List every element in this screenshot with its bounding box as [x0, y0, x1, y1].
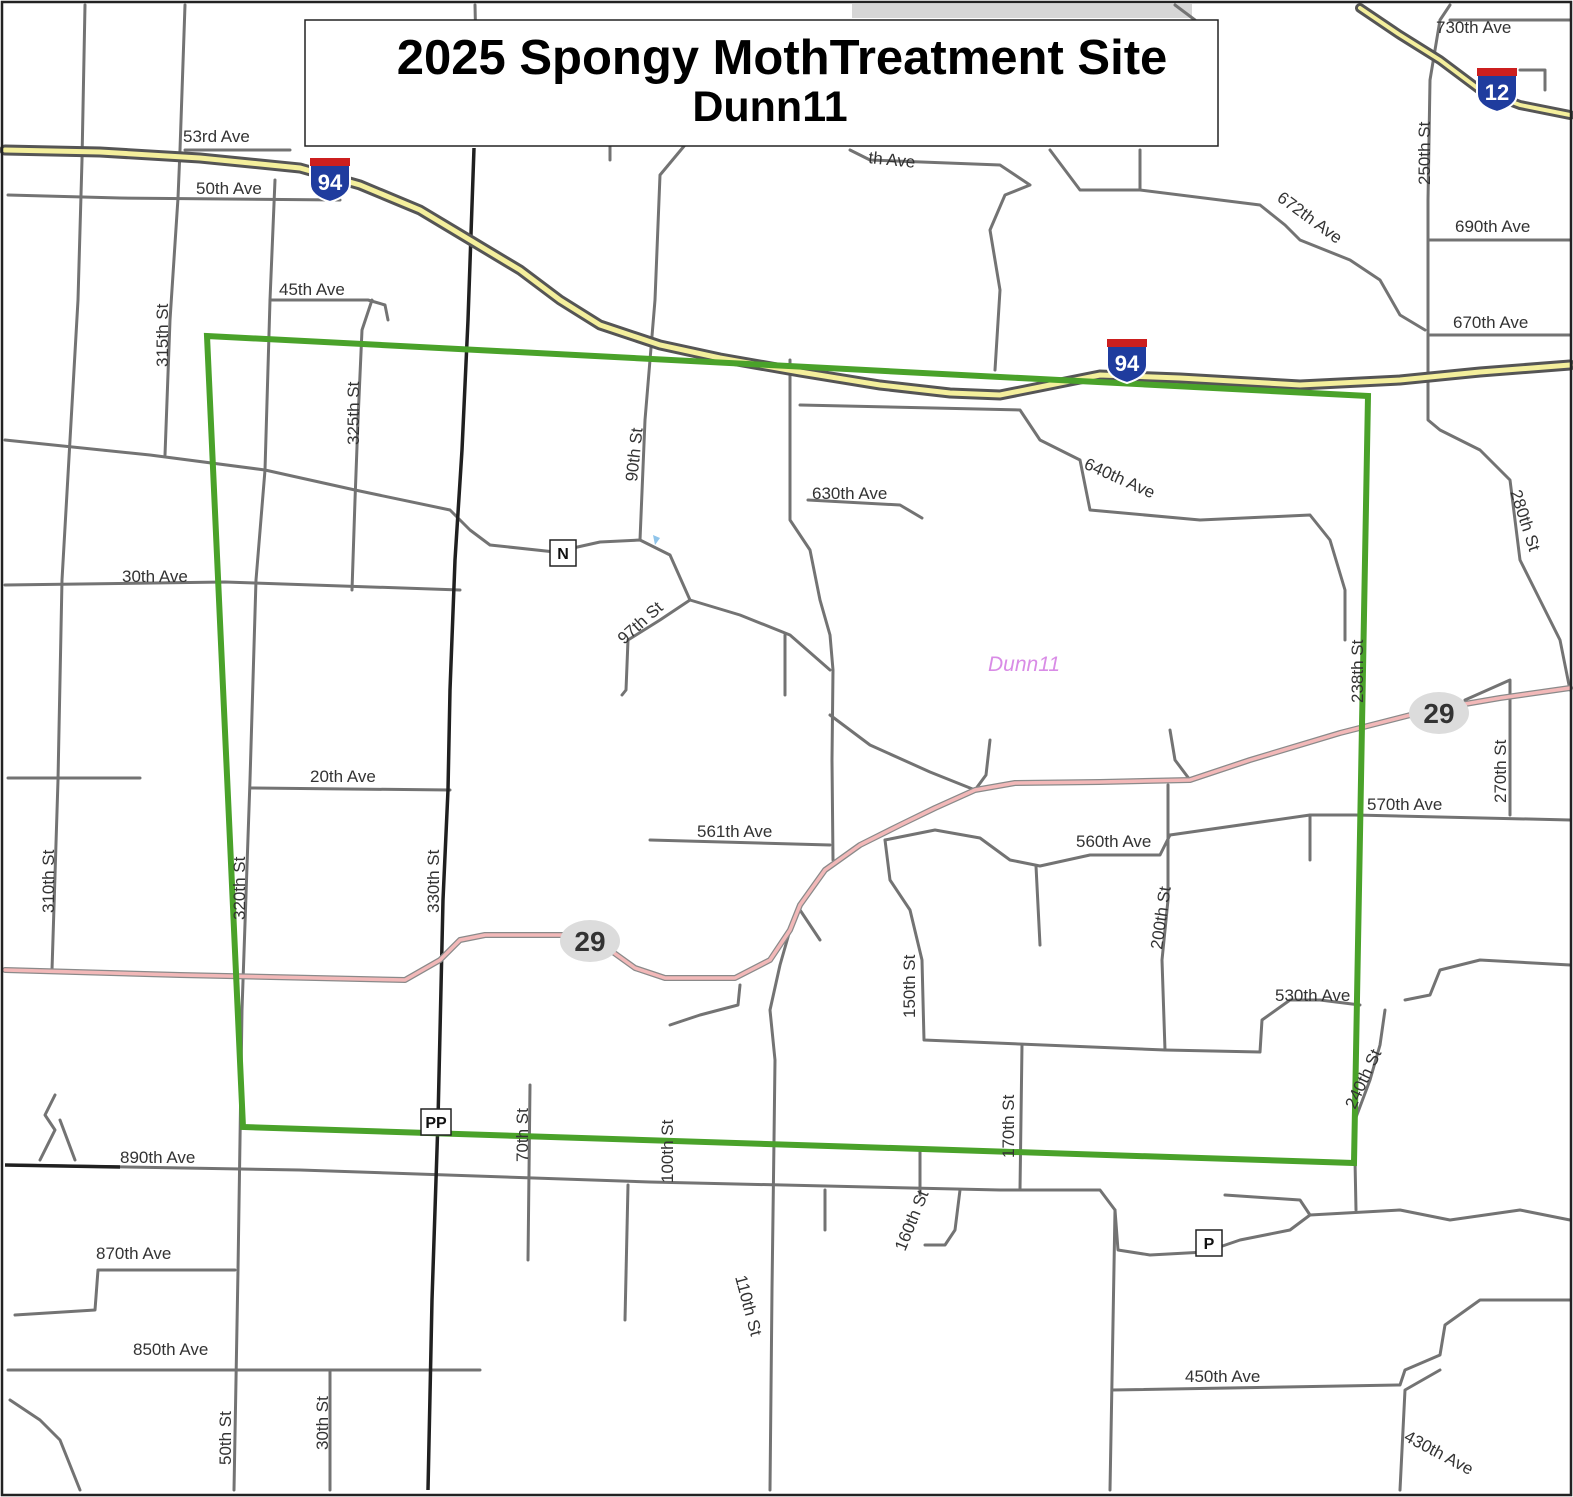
- road-label-325th-st: 325th St: [344, 381, 363, 445]
- county-p-shield: P: [1195, 1229, 1223, 1257]
- state-highway-29: [2, 685, 1573, 983]
- road-label-partial-ave: th Ave: [868, 148, 917, 172]
- road-label-310th-st: 310th St: [39, 849, 58, 913]
- county-n-shield: N: [549, 539, 577, 567]
- site-label: Dunn11: [988, 653, 1060, 676]
- road-label-50th-st: 50th St: [216, 1411, 235, 1465]
- svg-text:29: 29: [574, 926, 605, 957]
- road-label-850th-ave: 850th Ave: [133, 1340, 208, 1359]
- road-label-30th-ave: 30th Ave: [122, 567, 188, 586]
- interstate-12-shield: 12: [1476, 67, 1518, 114]
- road-label-50th-ave: 50th Ave: [196, 179, 262, 198]
- svg-text:12: 12: [1485, 80, 1509, 105]
- road-label-890th-ave: 890th Ave: [120, 1148, 195, 1167]
- state-29-shield-west: 29: [560, 920, 620, 962]
- road-label-20th-ave: 20th Ave: [310, 767, 376, 786]
- county-pp-shield: PP: [420, 1108, 452, 1136]
- road-label-170th-st: 170th St: [999, 1094, 1018, 1158]
- point-marker: [653, 535, 660, 545]
- title-box: 2025 Spongy MothTreatment Site Dunn11: [304, 19, 1219, 147]
- road-label-100th-st: 100th St: [658, 1119, 677, 1183]
- road-label-53rd-ave: 53rd Ave: [183, 127, 250, 146]
- svg-text:94: 94: [318, 170, 343, 195]
- road-label-630th-ave: 630th Ave: [812, 484, 887, 503]
- svg-text:N: N: [557, 546, 569, 563]
- interstate-12: [1355, 3, 1573, 120]
- road-label-450th-ave: 450th Ave: [1185, 1367, 1260, 1386]
- road-label-30th-st: 30th St: [313, 1396, 332, 1450]
- road-label-320th-st: 320th St: [230, 856, 249, 920]
- interstate-94-shield-east: 94: [1106, 338, 1148, 385]
- road-label-730th-ave: 730th Ave: [1436, 18, 1511, 37]
- road-label-561th-ave: 561th Ave: [697, 822, 772, 841]
- map-title: 2025 Spongy MothTreatment Site: [397, 31, 1168, 85]
- road-label-315th-st: 315th St: [153, 303, 172, 367]
- road-label-45th-ave: 45th Ave: [279, 280, 345, 299]
- road-label-530th-ave: 530th Ave: [1275, 986, 1350, 1005]
- road-label-70th-st: 70th St: [513, 1108, 532, 1162]
- road-label-150th-st: 150th St: [900, 954, 919, 1018]
- svg-text:P: P: [1204, 1236, 1215, 1253]
- map-subtitle: Dunn11: [692, 83, 847, 131]
- state-29-shield-east: 29: [1409, 692, 1469, 734]
- svg-text:PP: PP: [425, 1115, 447, 1132]
- interstate-94-shield-west: 94: [309, 157, 351, 204]
- road-label-570th-ave: 570th Ave: [1367, 795, 1442, 814]
- svg-text:94: 94: [1115, 351, 1140, 376]
- road-label-670th-ave: 670th Ave: [1453, 313, 1528, 332]
- road-label-238th-st: 238th St: [1348, 639, 1367, 703]
- road-label-270th-st: 270th St: [1491, 739, 1510, 803]
- road-label-330th-st: 330th St: [424, 849, 443, 913]
- road-label-560th-ave: 560th Ave: [1076, 832, 1151, 851]
- county-line-roads: [4, 147, 476, 1491]
- svg-text:29: 29: [1423, 698, 1454, 729]
- road-label-690th-ave: 690th Ave: [1455, 217, 1530, 236]
- road-label-870th-ave: 870th Ave: [96, 1244, 171, 1263]
- treatment-boundary: [203, 332, 1372, 1167]
- gray-area: [852, 4, 1192, 18]
- road-label-250th-st: 250th St: [1415, 121, 1434, 185]
